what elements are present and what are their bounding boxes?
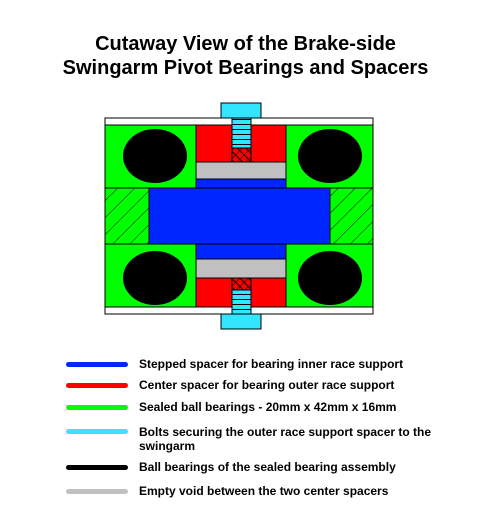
legend-item-sealed-bearings: Sealed ball bearings - 20mm x 42mm x 16m… xyxy=(66,400,476,420)
ball-top-right xyxy=(298,129,362,183)
legend-label: Stepped spacer for bearing inner race su… xyxy=(139,357,404,371)
legend-label: Bolts securing the outer race support sp… xyxy=(139,425,432,453)
hatched-block-left xyxy=(104,187,150,245)
diagram-title-line-2: Swingarm Pivot Bearings and Spacers xyxy=(62,57,429,79)
void-bottom xyxy=(195,258,287,279)
diagram-title-line-1: Cutaway View of the Brake-side xyxy=(95,33,396,55)
legend-item-void: Empty void between the two center spacer… xyxy=(66,484,476,504)
legend-label: Empty void between the two center spacer… xyxy=(139,484,389,498)
bolt-head-top xyxy=(220,102,262,119)
void-top xyxy=(195,161,287,180)
legend-label: Ball bearings of the sealed bearing asse… xyxy=(139,460,396,474)
ball-bottom-right xyxy=(298,251,362,305)
legend-swatch-red xyxy=(66,383,128,388)
legend-item-balls: Ball bearings of the sealed bearing asse… xyxy=(66,460,476,480)
ball-bottom-left xyxy=(123,251,187,305)
legend-swatch-black xyxy=(66,465,128,470)
legend-swatch-cyan xyxy=(66,429,128,434)
legend-item-center-spacer: Center spacer for bearing outer race sup… xyxy=(66,378,476,398)
legend-label: Center spacer for bearing outer race sup… xyxy=(139,378,395,392)
stepped-spacer-top-step xyxy=(195,178,287,189)
stepped-spacer-center xyxy=(148,187,331,245)
legend-swatch-grey xyxy=(66,489,128,494)
bolt-thread-top xyxy=(231,117,252,149)
legend-item-bolts: Bolts securing the outer race support sp… xyxy=(66,425,476,457)
bolt-hole-bottom xyxy=(231,277,252,291)
bolt-head-bottom xyxy=(220,313,262,330)
stepped-spacer-bottom-step xyxy=(195,243,287,260)
cutaway-diagram xyxy=(104,102,374,330)
bolt-thread-bottom xyxy=(231,289,252,315)
ball-top-left xyxy=(123,129,187,183)
bolt-hole-top xyxy=(231,147,252,163)
legend-item-stepped-spacer: Stepped spacer for bearing inner race su… xyxy=(66,357,476,377)
legend-label: Sealed ball bearings - 20mm x 42mm x 16m… xyxy=(139,400,397,414)
legend-swatch-green xyxy=(66,405,128,410)
legend-swatch-blue xyxy=(66,362,128,367)
hatched-block-right xyxy=(329,187,374,245)
